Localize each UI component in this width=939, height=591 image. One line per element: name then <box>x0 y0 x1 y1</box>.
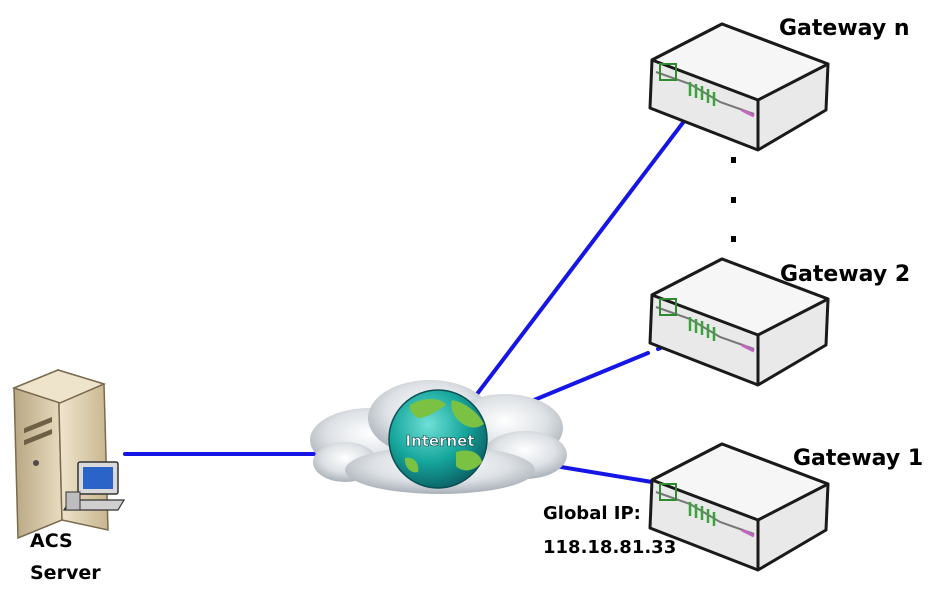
server-icon <box>11 368 126 540</box>
acs-label-line2: Server <box>30 562 101 584</box>
gateway-2-label: Gateway 2 <box>780 262 911 287</box>
gateway-n-label: Gateway n <box>779 16 910 41</box>
globe-icon <box>388 389 488 489</box>
gateway-icon <box>648 442 830 572</box>
internet-label: Internet <box>405 432 474 450</box>
gateway-icon <box>648 257 830 387</box>
gateway-icon <box>648 22 830 152</box>
ellipsis-dot <box>731 157 736 163</box>
gateway-1-label: Gateway 1 <box>793 446 924 471</box>
global-ip-label: Global IP: <box>543 503 641 524</box>
link-internet-gateway-2 <box>520 351 650 407</box>
acs-label-line1: ACS <box>30 530 73 552</box>
ellipsis-dot <box>731 197 736 203</box>
ellipsis-dot <box>731 236 736 242</box>
global-ip-value: 118.18.81.33 <box>543 537 677 558</box>
link-internet-gateway-n <box>472 118 687 400</box>
